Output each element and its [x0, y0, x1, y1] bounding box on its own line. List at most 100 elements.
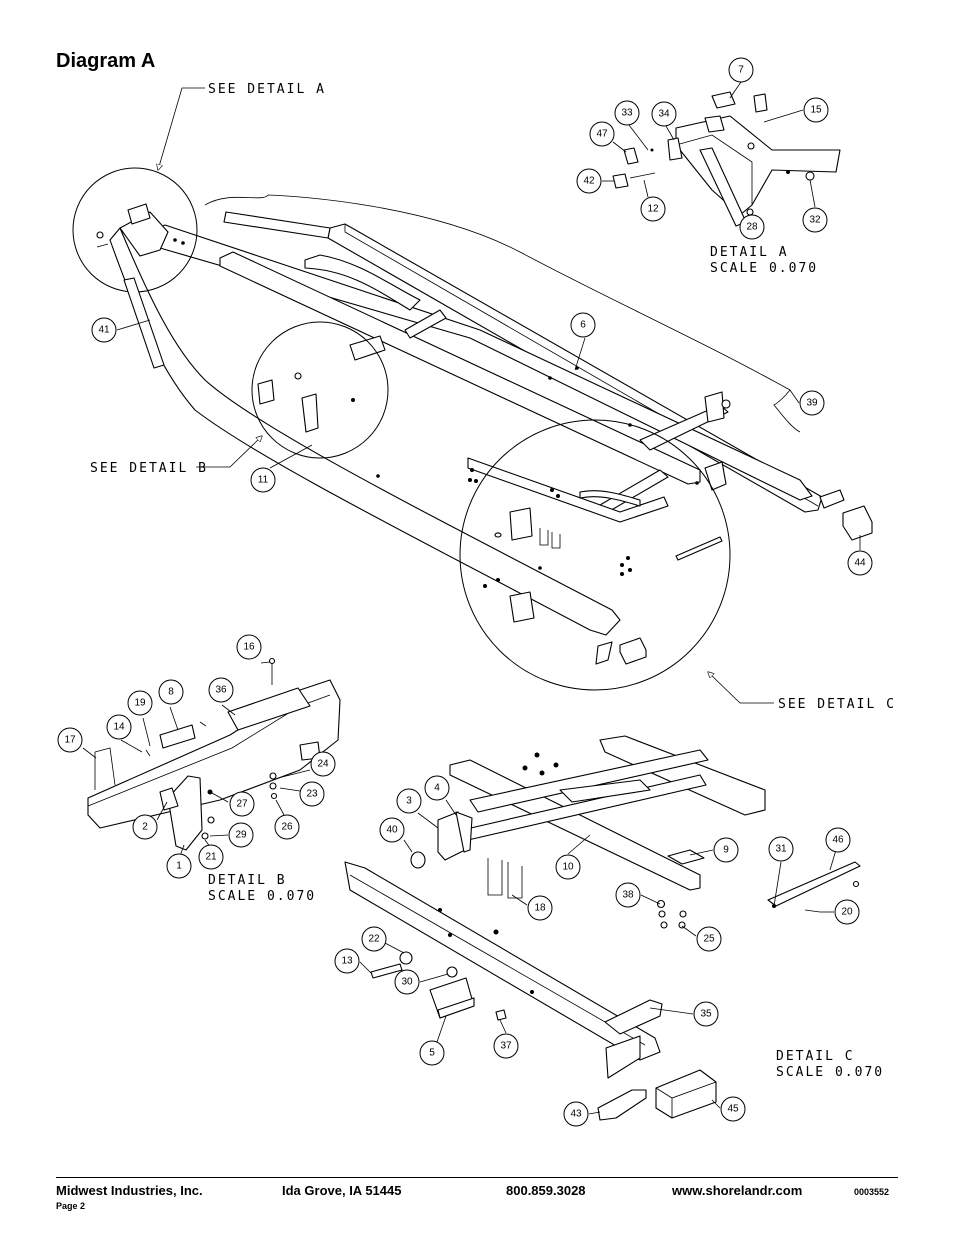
see-detail-b-label: SEE DETAIL B — [90, 461, 208, 476]
svg-text:7: 7 — [738, 65, 744, 76]
callout-14: 14 — [106, 714, 132, 740]
svg-text:17: 17 — [64, 735, 76, 746]
callout-8: 8 — [158, 679, 184, 705]
callout-6: 6 — [570, 312, 596, 338]
svg-text:31: 31 — [775, 844, 787, 855]
callout-22: 22 — [361, 926, 387, 952]
svg-text:32: 32 — [809, 215, 821, 226]
callout-13: 13 — [334, 948, 360, 974]
svg-text:44: 44 — [854, 558, 866, 569]
callout-38: 38 — [615, 882, 641, 908]
callout-5: 5 — [419, 1040, 445, 1066]
svg-text:20: 20 — [841, 907, 853, 918]
callout-45: 45 — [720, 1096, 746, 1122]
see-detail-a-label: SEE DETAIL A — [208, 82, 326, 97]
callout-29: 29 — [228, 822, 254, 848]
svg-text:24: 24 — [317, 759, 329, 770]
callout-2: 2 — [132, 814, 158, 840]
callout-25: 25 — [696, 926, 722, 952]
detail-a-scale: SCALE 0.070 — [710, 261, 818, 276]
footer-doc-number: 0003552 — [854, 1187, 890, 1197]
callout-4: 4 — [424, 775, 450, 801]
detail-c-scale: SCALE 0.070 — [776, 1065, 884, 1080]
callout-36: 36 — [208, 677, 234, 703]
callout-12: 12 — [640, 196, 666, 222]
svg-text:40: 40 — [386, 825, 398, 836]
detail-b-title: DETAIL B — [208, 873, 287, 888]
trailer-frame — [109, 194, 873, 665]
svg-text:29: 29 — [235, 830, 247, 841]
detail-a-drawing — [612, 91, 841, 227]
svg-text:22: 22 — [368, 934, 380, 945]
callout-11: 11 — [250, 467, 276, 493]
svg-text:18: 18 — [534, 903, 546, 914]
callout-20: 20 — [834, 899, 860, 925]
footer-company: Midwest Industries, Inc. — [56, 1183, 203, 1198]
footer-page-number: Page 2 — [56, 1201, 86, 1211]
callout-46: 46 — [825, 827, 851, 853]
callout-16: 16 — [236, 634, 262, 660]
svg-text:27: 27 — [236, 799, 248, 810]
callout-41: 41 — [91, 317, 117, 343]
callout-3: 3 — [396, 788, 422, 814]
callout-34: 34 — [651, 101, 677, 127]
detail-b-scale: SCALE 0.070 — [208, 889, 316, 904]
detail-c-title: DETAIL C — [776, 1049, 855, 1064]
callout-9: 9 — [713, 837, 739, 863]
page-footer: Midwest Industries, Inc. Page 2 Ida Grov… — [56, 1177, 898, 1211]
callout-bubbles: 7 15 33 34 47 42 12 28 32 41 6 39 11 44 … — [57, 57, 873, 1127]
callout-27: 27 — [229, 791, 255, 817]
callout-42: 42 — [576, 168, 602, 194]
svg-text:9: 9 — [723, 845, 729, 856]
callout-40: 40 — [379, 817, 405, 843]
svg-text:3: 3 — [406, 796, 412, 807]
svg-text:11: 11 — [258, 475, 269, 486]
callout-21: 21 — [198, 844, 224, 870]
footer-phone: 800.859.3028 — [506, 1183, 586, 1198]
svg-text:5: 5 — [429, 1048, 435, 1059]
svg-text:16: 16 — [243, 642, 255, 653]
svg-text:4: 4 — [434, 783, 440, 794]
svg-text:45: 45 — [727, 1104, 739, 1115]
svg-text:42: 42 — [583, 176, 595, 187]
svg-text:38: 38 — [622, 890, 634, 901]
svg-text:26: 26 — [281, 822, 293, 833]
callout-23: 23 — [299, 781, 325, 807]
callout-32: 32 — [802, 207, 828, 233]
svg-text:43: 43 — [570, 1109, 582, 1120]
callout-1: 1 — [166, 853, 192, 879]
callout-17: 17 — [57, 727, 83, 753]
svg-text:39: 39 — [806, 398, 818, 409]
callout-37: 37 — [493, 1033, 519, 1059]
callout-30: 30 — [394, 969, 420, 995]
callout-31: 31 — [768, 836, 794, 862]
callout-19: 19 — [127, 690, 153, 716]
callout-10: 10 — [555, 854, 581, 880]
callout-7: 7 — [728, 57, 754, 83]
svg-text:36: 36 — [215, 685, 227, 696]
detail-b-drawing — [87, 657, 341, 851]
svg-text:8: 8 — [168, 687, 174, 698]
svg-text:21: 21 — [205, 852, 217, 863]
svg-text:10: 10 — [562, 862, 574, 873]
callout-44: 44 — [847, 550, 873, 576]
callout-33: 33 — [614, 100, 640, 126]
svg-text:41: 41 — [98, 325, 110, 336]
svg-text:19: 19 — [134, 698, 146, 709]
svg-text:14: 14 — [113, 722, 125, 733]
diagram-title: Diagram A — [56, 50, 156, 72]
svg-text:13: 13 — [341, 956, 353, 967]
see-detail-c-label: SEE DETAIL C — [778, 697, 896, 712]
callout-18: 18 — [527, 895, 553, 921]
svg-text:30: 30 — [401, 977, 413, 988]
callout-24: 24 — [310, 751, 336, 777]
detail-a-title: DETAIL A — [710, 245, 789, 260]
svg-text:1: 1 — [176, 861, 182, 872]
callout-39: 39 — [799, 390, 825, 416]
callout-15: 15 — [803, 97, 829, 123]
svg-text:6: 6 — [580, 320, 586, 331]
svg-text:35: 35 — [700, 1009, 712, 1020]
svg-text:2: 2 — [142, 822, 148, 833]
svg-text:34: 34 — [658, 109, 670, 120]
